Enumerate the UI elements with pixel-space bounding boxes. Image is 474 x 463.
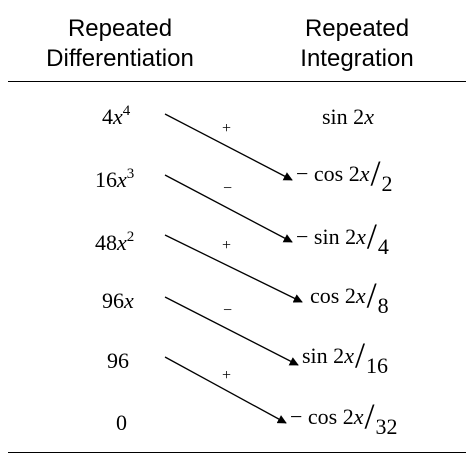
integral-func: cos 2	[313, 161, 360, 186]
integral-var: x	[353, 404, 364, 429]
integral-row-4: cos 2x/8	[310, 277, 389, 317]
integral-func: sin 2	[313, 224, 357, 249]
integral-var: x	[364, 104, 374, 129]
derivative-coef: 4	[102, 104, 113, 129]
right-column-header: Repeated Integration	[240, 14, 474, 74]
integral-row-1: sin 2x	[322, 106, 374, 128]
derivative-var: x	[117, 230, 127, 255]
integral-var: x	[359, 161, 370, 186]
integral-row-2: − cos 2x/2	[296, 155, 393, 195]
integral-func: cos 2	[310, 283, 356, 308]
derivative-coef: 96	[107, 348, 129, 373]
derivative-exp: 3	[126, 166, 135, 182]
integral-denominator: 4	[377, 234, 389, 259]
arrow-4	[164, 296, 299, 366]
derivative-row-1: 4x4	[102, 103, 131, 129]
sign-label-2: −	[223, 180, 233, 197]
integral-denominator: 8	[377, 293, 389, 318]
derivative-coef: 16	[95, 167, 117, 192]
derivative-exp: 2	[126, 229, 135, 245]
integral-func: sin 2	[322, 104, 365, 129]
bottom-rule	[8, 452, 466, 453]
derivative-coef: 48	[95, 230, 117, 255]
right-header-line1: Repeated	[304, 15, 410, 42]
fraction-slash: /	[354, 335, 365, 375]
arrow-2	[164, 174, 293, 243]
header-rule	[8, 81, 466, 82]
integral-var: x	[344, 343, 354, 368]
sign-label-5: +	[222, 367, 232, 384]
integral-sign: −	[296, 161, 309, 186]
derivative-row-6: 0	[116, 412, 127, 434]
left-header-line1: Repeated	[67, 15, 173, 42]
arrow-5	[164, 356, 287, 424]
integral-denominator: 32	[375, 414, 398, 439]
derivative-var: x	[113, 104, 123, 129]
integral-row-5: sin 2x/16	[302, 337, 388, 377]
derivative-row-2: 16x3	[95, 166, 135, 192]
left-header-line2: Differentiation	[46, 45, 194, 72]
arrow-1	[164, 113, 293, 181]
sign-label-3: +	[222, 237, 232, 254]
fraction-slash: /	[366, 216, 377, 256]
derivative-var: x	[117, 167, 127, 192]
integral-func: sin 2	[302, 343, 345, 368]
sign-label-4: −	[223, 302, 233, 319]
right-header-line2: Integration	[300, 45, 414, 72]
integral-sign: −	[290, 404, 303, 429]
integral-denominator: 2	[381, 171, 393, 196]
derivative-coef: 0	[116, 410, 127, 435]
derivative-var: x	[124, 288, 134, 313]
derivative-row-5: 96	[107, 350, 129, 372]
integral-func: cos 2	[307, 404, 354, 429]
arrow-3	[164, 234, 303, 303]
integral-var: x	[355, 283, 366, 308]
integral-sign: −	[296, 224, 309, 249]
fraction-slash: /	[370, 153, 381, 193]
integral-var: x	[356, 224, 366, 249]
left-column-header: Repeated Differentiation	[0, 14, 240, 74]
integral-row-6: − cos 2x/32	[290, 398, 398, 438]
derivative-coef: 96	[102, 288, 124, 313]
fraction-slash: /	[366, 275, 377, 315]
integral-row-3: − sin 2x/4	[296, 218, 389, 258]
derivative-row-4: 96x	[102, 290, 134, 312]
derivative-exp: 4	[122, 103, 131, 119]
integral-denominator: 16	[365, 353, 388, 378]
derivative-row-3: 48x2	[95, 229, 135, 255]
sign-label-1: +	[222, 120, 232, 137]
fraction-slash: /	[364, 396, 375, 436]
